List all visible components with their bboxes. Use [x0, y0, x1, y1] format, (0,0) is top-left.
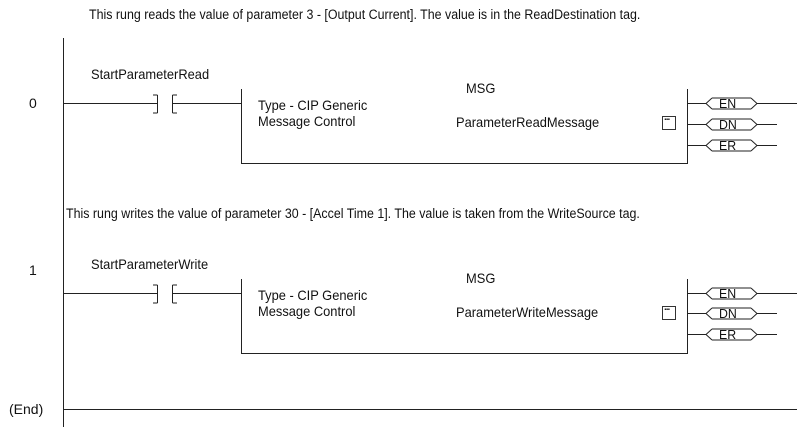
rung-number: 1: [29, 262, 37, 278]
msg-instruction-box-1[interactable]: [241, 279, 688, 354]
message-control-tag[interactable]: ParameterReadMessage: [456, 114, 600, 130]
msg-type-text: Type - CIP Generic: [258, 97, 368, 113]
status-bit-en: EN: [719, 286, 737, 301]
rung-number: 0: [29, 95, 37, 111]
message-control-label: Message Control: [258, 113, 356, 129]
msg-type-text: Type - CIP Generic: [258, 287, 368, 303]
status-bit-dn: DN: [719, 306, 737, 321]
end-rung-label: (End): [9, 401, 44, 417]
contact-tag-label[interactable]: StartParameterWrite: [91, 256, 209, 272]
instruction-name: MSG: [466, 80, 496, 96]
status-bit-dn: DN: [719, 117, 737, 132]
rung-comment: This rung reads the value of parameter 3…: [89, 7, 641, 22]
msg-instruction-box-0[interactable]: [241, 89, 688, 164]
instruction-name: MSG: [466, 270, 496, 286]
rung-comment: This rung writes the value of parameter …: [66, 206, 640, 221]
status-bit-er: ER: [719, 327, 737, 342]
message-control-tag[interactable]: ParameterWriteMessage: [456, 304, 599, 320]
status-bit-en: EN: [719, 96, 737, 111]
ellipsis-browse-icon[interactable]: [662, 112, 676, 130]
status-bit-er: ER: [719, 138, 737, 153]
contact-tag-label[interactable]: StartParameterRead: [91, 66, 210, 82]
ellipsis-browse-icon[interactable]: [662, 302, 676, 320]
rung-0-status-bits: [705, 97, 758, 152]
rung-1-status-bits: [705, 287, 758, 341]
message-control-label: Message Control: [258, 303, 356, 319]
